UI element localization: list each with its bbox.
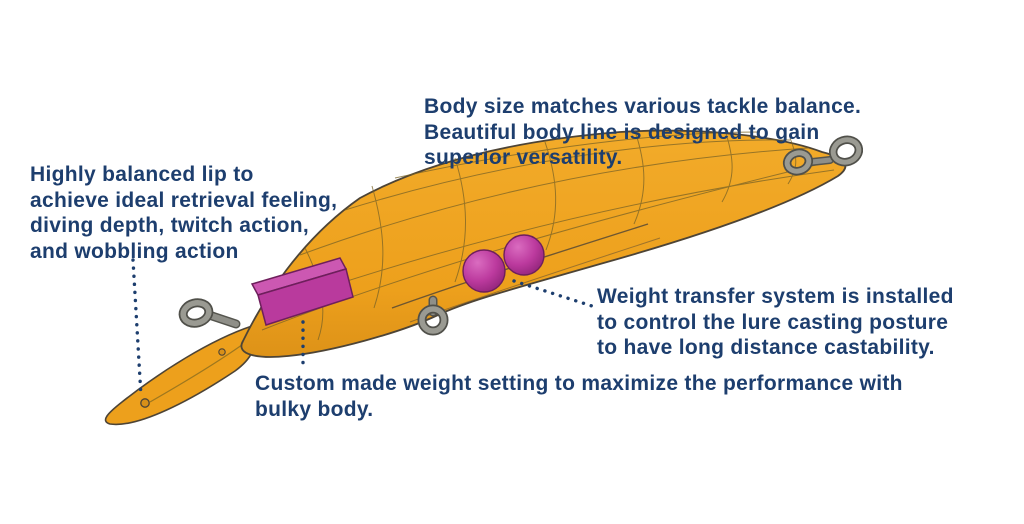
lip-screw-icon [140, 398, 150, 408]
annotation-line: to have long distance castability. [597, 336, 935, 360]
annotation-weight-transfer: Weight transfer system is installed to c… [597, 284, 954, 361]
annotation-line: to control the lure casting posture [597, 310, 949, 334]
annotation-line: bulky body. [255, 397, 374, 421]
leader-line-weight-balls [512, 279, 594, 308]
annotation-line: Highly balanced lip to [30, 163, 254, 186]
annotation-line: Beautiful body line is designed to gain [424, 120, 820, 144]
weight-transfer-balls-icon [462, 234, 545, 293]
annotation-custom-weight: Custom made weight setting to maximize t… [255, 371, 903, 422]
annotation-line: achieve ideal retrieval feeling, [30, 188, 338, 212]
annotation-line: and wobbling action [30, 239, 239, 263]
annotation-lip: Highly balanced lip to achieve ideal ret… [30, 162, 337, 264]
leader-line-lip [131, 258, 143, 398]
belly-eyelet-icon [417, 295, 449, 336]
annotation-line: Body size matches various tackle balance… [424, 95, 862, 118]
annotation-line: Custom made weight setting to maximize t… [255, 372, 903, 395]
annotation-line: superior versatility. [424, 146, 623, 170]
annotation-line: diving depth, twitch action, [30, 214, 310, 238]
front-eyelet-icon [178, 298, 241, 329]
tail-eyelet-icon [782, 135, 864, 176]
annotation-line: Weight transfer system is installed [597, 285, 954, 308]
annotation-body-size: Body size matches various tackle balance… [424, 94, 861, 171]
diving-lip-icon [104, 324, 256, 426]
weight-block-icon [250, 257, 354, 326]
